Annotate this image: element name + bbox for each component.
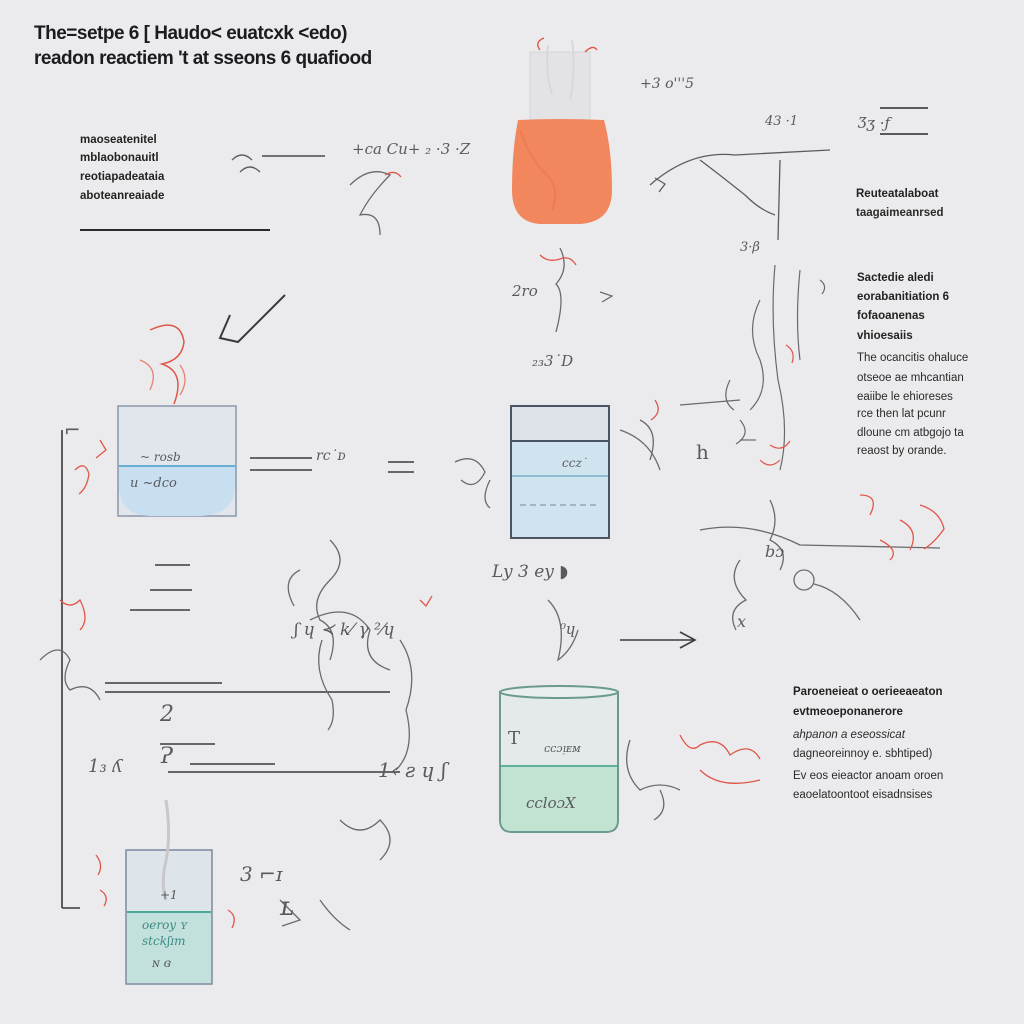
bottom-left-beaker-b: oeroy ʏ [142,918,188,932]
mid-right-light-2: eaiibe le ehioreses [857,391,953,403]
right-scatter-h: h [696,440,709,464]
bottom-left-blue-beaker [125,799,213,985]
bottom-scribble: 3 ⌐ɪ [240,862,283,886]
top-right-note-1: taagaimeanrsed [856,207,944,219]
bottom-left-beaker-d: ɴ ɞ [152,956,171,970]
top-right-mark: Ʒʒ ·ƒ [858,114,891,132]
bottom-right-bold-0: Paroeneieat o oerieeaeaton [793,686,943,698]
top-right-small: 43 ·1 [765,114,799,129]
checkmark [218,294,286,344]
bottom-right-light-0: ahpanon a eseossicat [793,729,905,741]
left-bracket: ⌐ [64,418,81,442]
bottom-right-light-1: dagneoreinnoy e. sbhtiped) [793,748,933,760]
top-right-note-0: Reuteatalaboat [856,188,939,200]
top-left-note-3: aboteanreaiade [80,190,165,202]
mid-right-light-5: reaost by orande. [857,445,947,457]
bottom-left-beaker-c: stckʃɪm [142,934,186,948]
bottom-right-light-2: Ev eos eieactor anoam oroen [793,770,944,782]
bottom-right-light-3: eaoelatoontoot eisadnsises [793,789,933,801]
equation-top: +ca Cu+ ₂ ·3 ·Z [352,140,471,158]
top-left-note-2: reotiapadeataia [80,171,165,183]
right-scatter-structure [699,494,945,631]
orange-flask [512,37,612,224]
middle-scribbles [231,154,697,662]
mid-right-light-1: otseoe ae mhcantian [857,372,964,384]
flask-mid-b: ₂₃3˙D [532,352,574,370]
bottom-left-beaker-a: +1 [160,888,178,902]
bottom-beaker-text-c: ccloɔX [526,794,576,812]
top-right-h: 3·β [740,240,760,255]
bottom-left-label2: Ɂ [160,744,173,769]
bottom-l: ʟ [280,892,295,922]
mid-label: Ly 3 ey ◗ [492,562,569,582]
bottom-left-label: 2 [160,702,174,727]
arrow-mid-label: rc˙ᴅ [316,448,346,464]
top-left-note-0: maoseatenitel [80,134,157,146]
top-right-structure [649,107,928,241]
bottom-mid-label: 1‹ ƨ ɥ ʃ [378,758,447,782]
lower-middle-scribbles [227,539,433,931]
right-beaker-text: ccz˙ [562,456,588,470]
diagram-title-line1: The=setpe 6 [ Haudo< euatcxk <edo) [34,23,347,44]
bottom-teal-beaker [499,685,619,833]
mid-right-bold-0: Sactedie aledi [857,272,934,284]
bottom-beaker-text-a: T [508,728,521,749]
diagram-title-line2: readon reactiem 't at sseons 6 quafiood [34,48,372,69]
top-left-note-1: mblaobonauitl [80,152,159,164]
bottom-right-scribbles [626,734,761,821]
mid-right-bold-2: fofaoanenas [857,310,925,322]
bottom-beaker-text-b: ᴄᴄɔᴉᴇᴍ [544,742,581,755]
mid-right-bold-1: eorabanitiation 6 [857,291,950,303]
left-beaker-text-b: u ~dco [130,476,177,491]
right-vertical-chain [679,264,826,471]
far-left-scribbles [39,439,107,907]
mid-right-light-4: dloune cm atbgojo ta [857,427,964,439]
middle-blue-beaker [510,405,610,539]
bottom-left-label3: 1₃ ʎ [88,756,123,777]
mid-formula: ʃ ɥ ≺ k⁄ γ ²⁄ɥ [294,620,395,640]
right-scatter-c: bɔ [765,542,785,561]
left-blue-beaker [117,324,237,517]
mid-right-bold-3: vhioesaiis [857,330,913,342]
x-mark: x [737,612,747,631]
left-connectors [61,430,414,909]
flask-top-label: +3 o'''5 [640,76,694,92]
flask-mid-a: 2ro [512,282,538,300]
mid-formula2: ⁰ɥ [560,620,576,638]
mid-right-light-3: rce then lat pcunr [857,408,946,420]
mid-right-light-0: The ocancitis ohaluce [857,352,969,364]
left-beaker-text-a: ~ rosb [140,450,181,464]
bottom-right-bold-1: evtmeoeponanerore [793,706,903,718]
